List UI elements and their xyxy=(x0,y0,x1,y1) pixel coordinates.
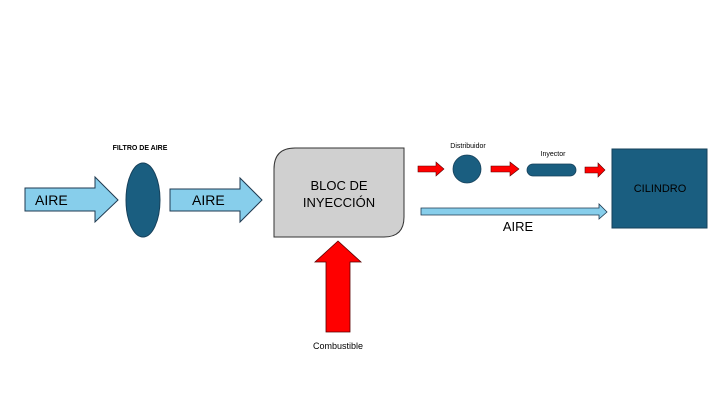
aire-middle-label: AIRE xyxy=(192,192,225,208)
fuel-arrow-to-distribuidor xyxy=(417,161,445,177)
aire-inlet-label: AIRE xyxy=(35,192,68,208)
distribuidor: Distribuidor xyxy=(450,143,486,184)
cilindro: CILINDRO xyxy=(611,148,708,229)
distribuidor-label: Distribuidor xyxy=(450,143,486,150)
combustible-label: Combustible xyxy=(313,341,363,351)
cilindro-label: CILINDRO xyxy=(634,183,687,195)
aire-inlet-arrow: AIRE xyxy=(24,175,119,224)
aire-long-arrow: AIRE xyxy=(420,203,608,234)
filtro-label: FILTRO DE AIRE xyxy=(113,145,168,152)
bloc-de-inyeccion: BLOC DE INYECCIÓN xyxy=(273,147,405,238)
bloc-label-line2: INYECCIÓN xyxy=(303,195,375,210)
combustible-arrow: Combustible xyxy=(313,240,363,351)
aire-long-label: AIRE xyxy=(503,219,534,234)
inyector: Inyector xyxy=(526,151,577,177)
aire-middle-arrow: AIRE xyxy=(169,176,263,224)
bloc-label-line1: BLOC DE xyxy=(310,178,367,193)
fuel-arrow-to-inyector xyxy=(490,161,520,177)
filtro-de-aire: FILTRO DE AIRE xyxy=(113,145,168,238)
fuel-arrow-to-cilindro xyxy=(584,162,606,178)
inyector-label: Inyector xyxy=(541,151,567,158)
